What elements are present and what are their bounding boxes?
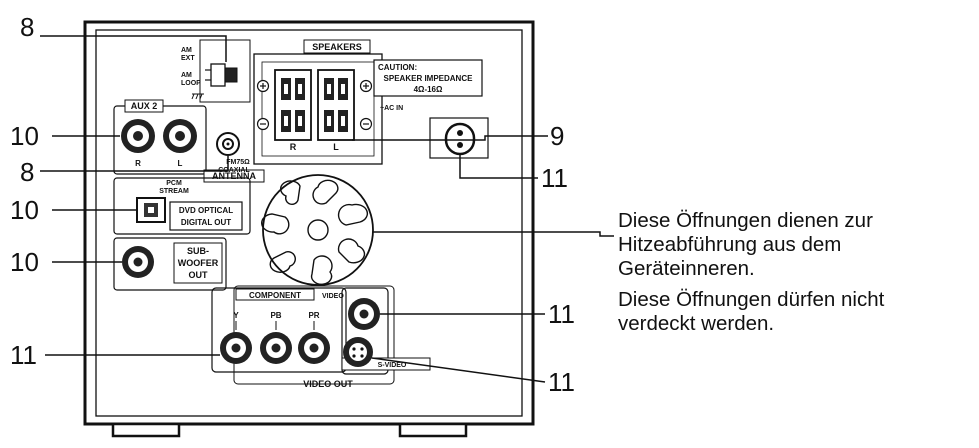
video-jack[interactable] — [348, 298, 380, 330]
aux2-section: AUX 2 R L — [113, 99, 207, 175]
subwoofer-label-3: OUT — [189, 270, 209, 280]
subwoofer-section: SUB- WOOFER OUT — [113, 237, 227, 291]
svideo-label: S-VIDEO — [378, 362, 407, 369]
coax-label-2: COAXIAL — [218, 167, 250, 174]
optical-out-jack[interactable] — [136, 197, 166, 223]
callout-9-speakers: 9 — [550, 121, 564, 151]
ac-in-label: ~AC IN — [380, 105, 403, 112]
aux2-r-label: R — [135, 159, 141, 168]
am-ext-label-1: AM — [181, 47, 192, 54]
component-y-label: Y — [233, 311, 239, 320]
speakers-section: SPEAKERS — [253, 39, 383, 165]
fm-antenna-section: ANTENNA FM75Ω COAXIAL — [203, 132, 265, 183]
device-body — [83, 20, 535, 438]
subwoofer-label-2: WOOFER — [178, 258, 219, 268]
speaker-r-terminal[interactable] — [274, 69, 312, 141]
caution-label-3: 4Ω-16Ω — [414, 85, 443, 94]
caution-label-1: CAUTION: — [378, 63, 417, 72]
video-out-section: COMPONENT VIDEO Y PB PR S-VIDEO — [211, 285, 431, 389]
caption-line-5: verdeckt werden. — [618, 312, 774, 335]
callout-11-video: 11 — [548, 299, 575, 329]
caution-box: CAUTION: SPEAKER IMPEDANCE 4Ω-16Ω — [373, 59, 483, 97]
callout-11-component: 11 — [10, 340, 37, 370]
caption-line-3: Geräteinneren. — [618, 257, 755, 280]
subwoofer-label-1: SUB- — [187, 246, 209, 256]
speaker-r-label: R — [290, 142, 297, 152]
component-label: COMPONENT — [249, 291, 301, 300]
component-y-jack[interactable] — [220, 332, 252, 364]
callout-11-ac: 11 — [541, 163, 568, 193]
video-label: VIDEO — [322, 293, 344, 300]
speakers-label: SPEAKERS — [312, 42, 362, 52]
speaker-l-terminal[interactable] — [317, 69, 355, 141]
pcm-label-1: PCM — [166, 180, 182, 187]
caption-line-2: Hitzeabführung aus dem — [618, 233, 841, 256]
caption-line-4: Diese Öffnungen dürfen nicht — [618, 288, 885, 311]
component-pb-label: PB — [270, 311, 281, 320]
caption-line-1: Diese Öffnungen dienen zur — [618, 209, 873, 232]
speaker-l-label: L — [333, 142, 339, 152]
pcm-label-2: STREAM — [159, 188, 189, 195]
aux2-r-jack[interactable] — [121, 119, 155, 153]
aux2-l-label: L — [178, 159, 183, 168]
dvd-optical-label-1: DVD OPTICAL — [179, 206, 233, 215]
subwoofer-out-jack[interactable] — [122, 246, 154, 278]
callout-10-optical: 10 — [10, 195, 39, 225]
caution-label-2: SPEAKER IMPEDANCE — [384, 74, 474, 83]
dvd-optical-label-2: DIGITAL OUT — [181, 218, 231, 227]
am-loop-label-2: LOOP — [181, 80, 201, 87]
am-antenna-terminal: AM EXT AM LOOP — [181, 39, 251, 103]
ventilation-openings — [261, 174, 374, 286]
callout-8-antenna: 8 — [20, 157, 34, 187]
leader-lines — [40, 35, 614, 383]
aux2-l-jack[interactable] — [163, 119, 197, 153]
callout-10-subwoofer: 10 — [10, 247, 39, 277]
coax-label-1: FM75Ω — [226, 159, 250, 166]
am-ext-label-2: EXT — [181, 55, 195, 62]
optical-section: PCM STREAM DVD OPTICAL DIGITAL OUT — [113, 177, 251, 235]
ac-inlet[interactable] — [444, 122, 476, 156]
svideo-jack[interactable] — [343, 337, 373, 367]
callout-numbers: 8 10 8 10 10 11 9 11 11 11 — [10, 12, 575, 397]
component-pb-jack[interactable] — [260, 332, 292, 364]
fm-coax-jack[interactable] — [216, 132, 240, 156]
callout-10-aux: 10 — [10, 121, 39, 151]
ac-inlet-section: ~AC IN — [380, 105, 489, 159]
aux2-label: AUX 2 — [131, 101, 158, 111]
am-loop-label-1: AM — [181, 72, 192, 79]
component-pr-label: PR — [308, 311, 319, 320]
antenna-label: ANTENNA — [212, 171, 256, 181]
video-out-label: VIDEO OUT — [303, 379, 353, 389]
callout-11-svideo: 11 — [548, 367, 575, 397]
callout-8-top: 8 — [20, 12, 34, 42]
component-pr-jack[interactable] — [298, 332, 330, 364]
ventilation-caption: Diese Öffnungen dienen zur Hitzeabführun… — [618, 209, 885, 335]
